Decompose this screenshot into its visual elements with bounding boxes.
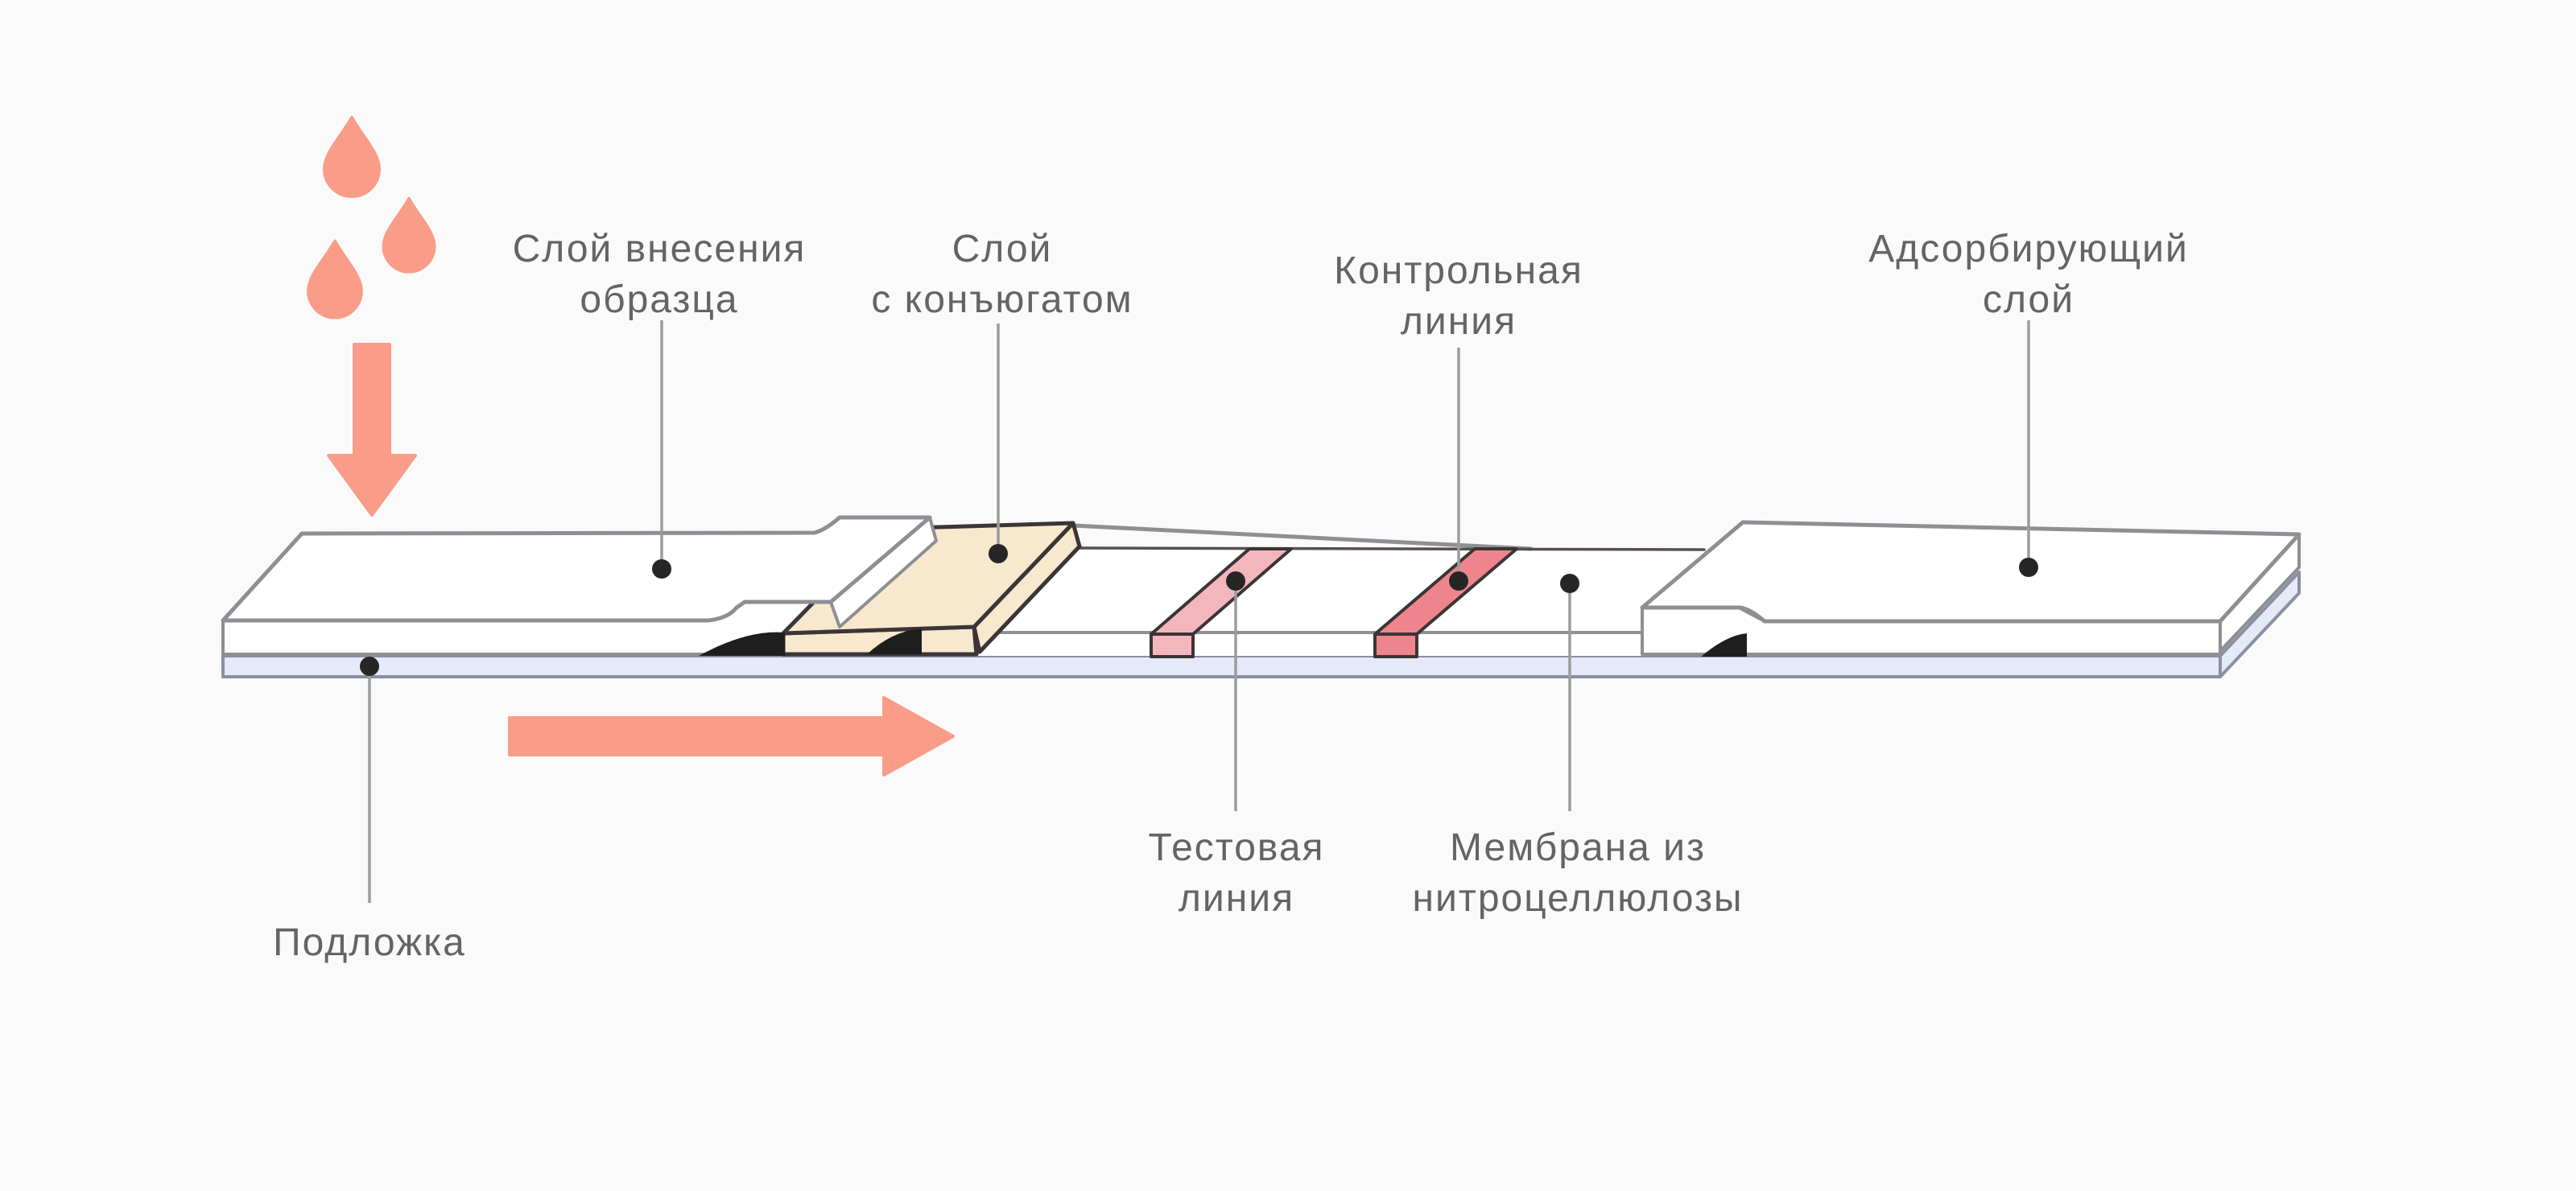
label-backing: Подложка — [112, 917, 627, 968]
leader-dot — [1226, 571, 1245, 591]
shadow-wedge — [1701, 633, 1747, 657]
label-absorbent-layer: Адсорбирующий слой — [1771, 224, 2286, 325]
back-ledge-line — [1071, 523, 1534, 551]
label-line: образца — [580, 278, 739, 321]
control-line-stripe — [1373, 547, 1518, 658]
backing-layer — [221, 571, 2301, 678]
label-line: Контрольная — [1334, 249, 1583, 292]
shadow-wedge — [699, 632, 785, 656]
membrane-layer — [934, 523, 1721, 656]
flow-arrow-right-icon — [508, 696, 955, 777]
leader-dot — [652, 559, 671, 579]
leader-dot — [1560, 574, 1579, 593]
label-control-line: Контрольная линия — [1201, 245, 1716, 347]
label-line: слой — [1982, 278, 2075, 321]
label-line: Слой внесения — [512, 228, 807, 270]
label-line: Мембрана из — [1450, 826, 1706, 869]
label-membrane: Мембрана из нитроцеллюлозы — [1320, 822, 1835, 924]
label-line: с конъюгатом — [871, 278, 1133, 321]
arrow-down-icon — [327, 343, 417, 517]
label-line: Тестовая — [1148, 826, 1325, 869]
leader-dot — [989, 544, 1008, 563]
leader-dot — [2019, 558, 2038, 577]
label-sample-layer: Слой внесения образца — [402, 224, 917, 325]
leader-dot — [1449, 571, 1468, 591]
sample-pad — [221, 515, 938, 628]
test-line-stripe — [1150, 547, 1293, 658]
label-conjugate-layer: Слой с конъюгатом — [745, 224, 1260, 325]
leader-dot — [360, 657, 379, 676]
label-line: Адсорбирующий — [1868, 228, 2189, 270]
droplet-icon — [307, 116, 436, 319]
shadow-wedge — [867, 628, 922, 654]
absorbent-pad — [1640, 520, 2301, 657]
label-line: линия — [1178, 877, 1295, 920]
leader-lines — [360, 320, 2038, 903]
label-test-line: Тестовая линия — [979, 822, 1494, 924]
label-line: линия — [1400, 300, 1517, 343]
label-line: Слой — [952, 228, 1053, 270]
label-line: нитроцеллюлозы — [1412, 877, 1744, 920]
label-line: Подложка — [273, 921, 466, 964]
